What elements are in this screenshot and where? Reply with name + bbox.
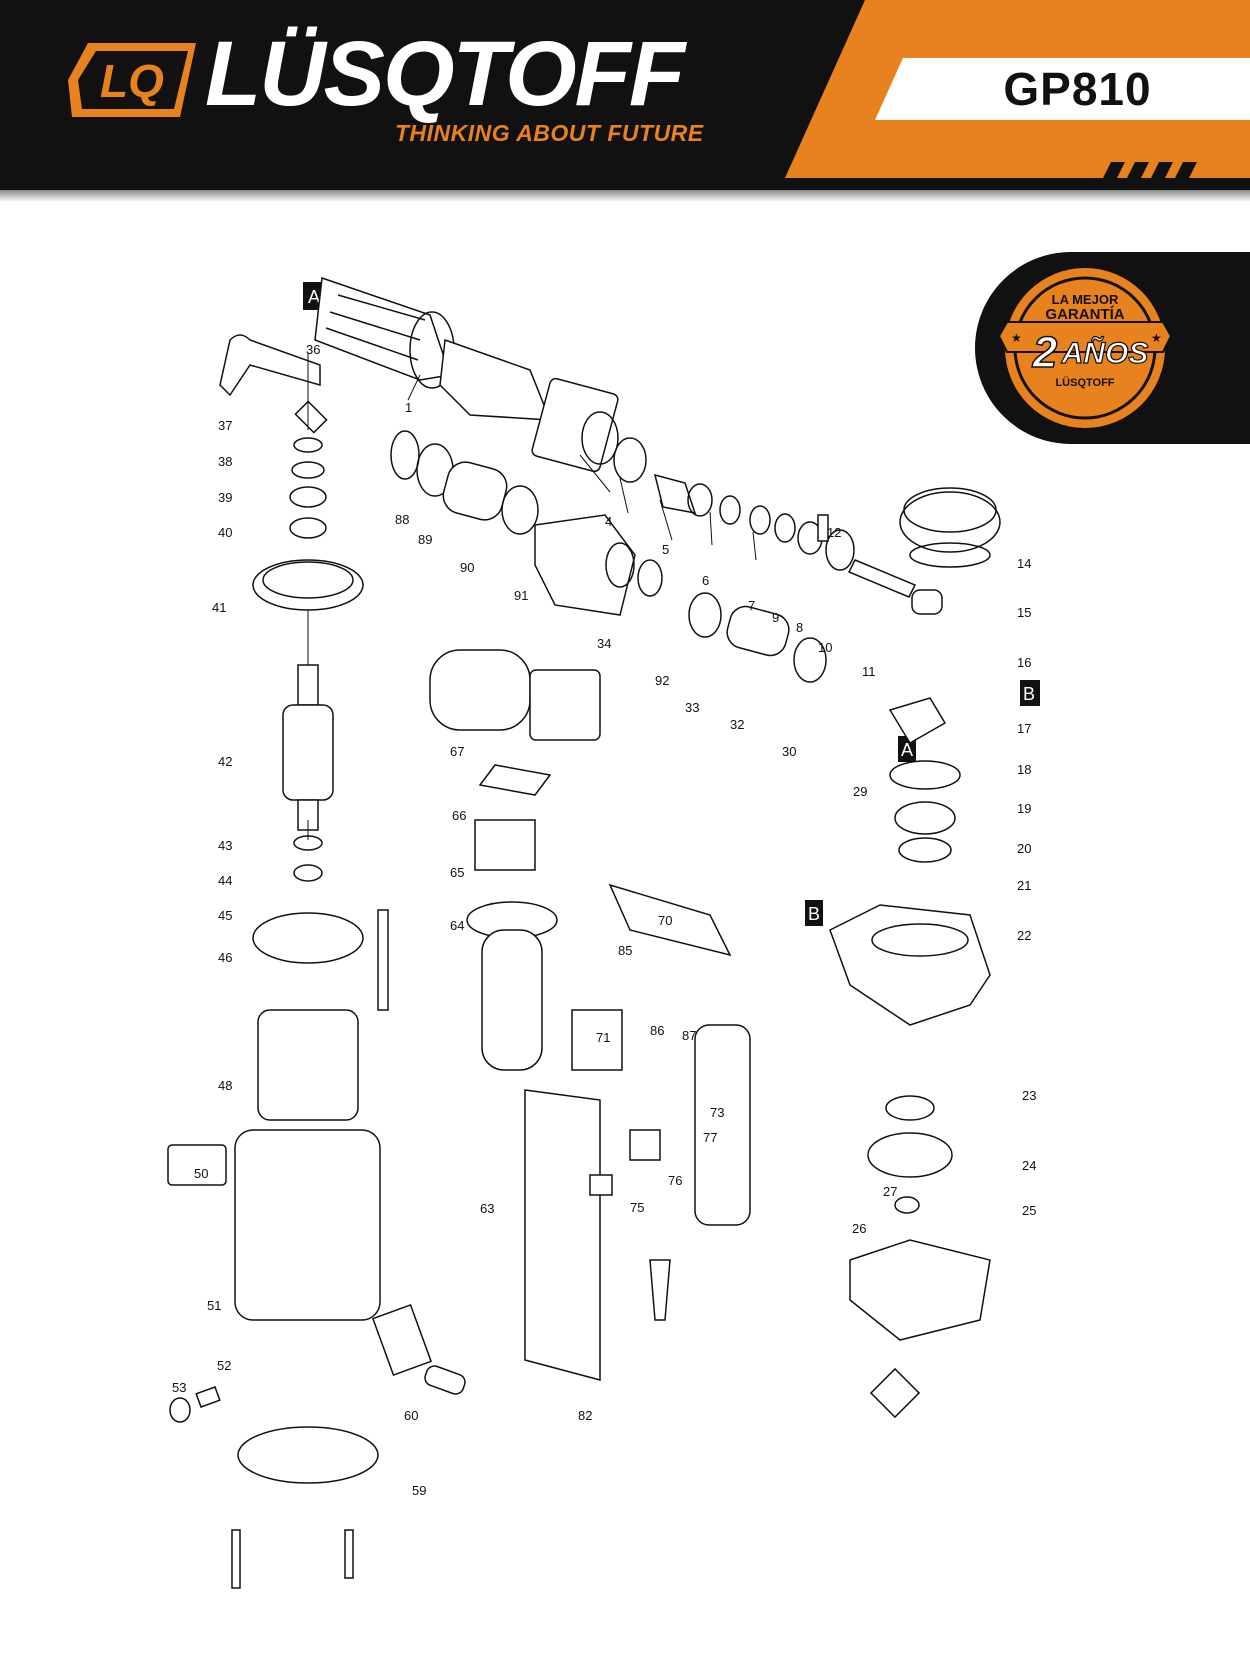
badge-years-word: AÑOS <box>1061 336 1149 370</box>
part-label: 5 <box>662 542 669 557</box>
barrel-assembly <box>314 276 1001 683</box>
star-icon: ★ <box>1151 331 1162 345</box>
part-label: 48 <box>218 1078 232 1093</box>
header-bar: GP810 LQ LÜSQTOFF THINKING ABOUT FUTURE <box>0 0 1250 190</box>
part-label: 42 <box>218 754 232 769</box>
part-label: 89 <box>418 532 432 547</box>
part-label: 15 <box>1017 605 1031 620</box>
part-label: 33 <box>685 700 699 715</box>
part-label: 29 <box>853 784 867 799</box>
part-label: 86 <box>650 1023 664 1038</box>
part-label: 12 <box>827 525 841 540</box>
part-label: 17 <box>1017 721 1031 736</box>
stripes-decoration <box>1103 162 1197 178</box>
part-label: 82 <box>578 1408 592 1423</box>
badge-brand: LÜSQTOFF <box>1055 376 1114 389</box>
part-label: 52 <box>217 1358 231 1373</box>
part-label: 14 <box>1017 556 1031 571</box>
part-label: 66 <box>452 808 466 823</box>
part-label: 73 <box>710 1105 724 1120</box>
section-marker-a-top-label: A <box>308 287 320 307</box>
part-label: 22 <box>1017 928 1031 943</box>
badge-line2: GARANTÍA <box>1045 306 1124 323</box>
part-label: 16 <box>1017 655 1031 670</box>
part-label: 43 <box>218 838 232 853</box>
part-label: 67 <box>450 744 464 759</box>
part-label: 75 <box>630 1200 644 1215</box>
leader-lines <box>307 353 757 840</box>
part-label: 64 <box>450 918 464 933</box>
part-label: 51 <box>207 1298 221 1313</box>
part-label: 34 <box>597 636 611 651</box>
brand-logo-icon: LQ <box>68 43 196 117</box>
badge-years-number: 2 <box>1032 328 1058 377</box>
part-label: 1 <box>405 400 412 415</box>
badge-line1: LA MEJOR <box>1052 292 1119 307</box>
gear-housing <box>829 697 991 1419</box>
part-label: 59 <box>412 1483 426 1498</box>
part-label: 4 <box>605 514 612 529</box>
part-label: 50 <box>194 1166 208 1181</box>
warranty-badge-seal: LA MEJOR GARANTÍA 2 AÑOS LÜSQTOFF ★ ★ <box>997 268 1173 428</box>
part-label: 20 <box>1017 841 1031 856</box>
part-label: 7 <box>748 598 755 613</box>
part-label: 32 <box>730 717 744 732</box>
section-marker-b-housing <box>805 900 823 926</box>
section-marker-b-housing-label: B <box>808 904 820 924</box>
part-label: 44 <box>218 873 232 888</box>
header-shadow <box>0 190 1250 202</box>
part-label: 9 <box>772 610 779 625</box>
part-label: 23 <box>1022 1088 1036 1103</box>
part-label: 36 <box>306 342 320 357</box>
part-label: 90 <box>460 560 474 575</box>
model-number: GP810 <box>1003 63 1152 115</box>
part-label: 87 <box>682 1028 696 1043</box>
part-label: 39 <box>218 490 232 505</box>
part-label: 30 <box>782 744 796 759</box>
part-label: 11 <box>862 664 876 679</box>
part-label: 70 <box>658 913 672 928</box>
part-label: 85 <box>618 943 632 958</box>
star-icon: ★ <box>1011 331 1022 345</box>
part-label: 38 <box>218 454 232 469</box>
part-label: 25 <box>1022 1203 1036 1218</box>
part-label: 18 <box>1017 762 1031 777</box>
part-label: 88 <box>395 512 409 527</box>
part-label: 21 <box>1017 878 1031 893</box>
section-marker-a-bottom-label: A <box>901 740 913 760</box>
motor-column <box>167 334 466 1589</box>
warranty-badge-panel: LA MEJOR GARANTÍA 2 AÑOS LÜSQTOFF ★ ★ <box>975 252 1250 444</box>
part-label: 63 <box>480 1201 494 1216</box>
part-label: 65 <box>450 865 464 880</box>
part-label: 26 <box>852 1221 866 1236</box>
brand-name: LÜSQTOFF <box>205 23 685 125</box>
part-label: 19 <box>1017 801 1031 816</box>
part-label: 71 <box>596 1030 610 1045</box>
section-marker-a-top <box>303 282 323 310</box>
part-label: 46 <box>218 950 232 965</box>
part-number-labels: 1 4 5 6 7 8 9 10 11 12 14 15 16 17 18 19… <box>172 342 1036 1498</box>
part-label: 6 <box>702 573 709 588</box>
section-marker-b-right-label: B <box>1023 684 1035 704</box>
part-label: 8 <box>796 620 803 635</box>
part-label: 77 <box>703 1130 717 1145</box>
part-label: 91 <box>514 588 528 603</box>
section-marker-b-right <box>1020 680 1040 706</box>
part-label: 60 <box>404 1408 418 1423</box>
part-label: 76 <box>668 1173 682 1188</box>
part-label: 24 <box>1022 1158 1036 1173</box>
part-label: 53 <box>172 1380 186 1395</box>
model-label-box: GP810 <box>875 58 1250 120</box>
part-label: 92 <box>655 673 669 688</box>
part-label: 27 <box>883 1184 897 1199</box>
brand-tagline: THINKING ABOUT FUTURE <box>395 120 704 146</box>
part-label: 45 <box>218 908 232 923</box>
handle-column <box>429 649 751 1381</box>
part-label: 41 <box>212 600 226 615</box>
part-label: 10 <box>818 640 832 655</box>
part-label: 40 <box>218 525 232 540</box>
logo-mark-text: LQ <box>100 55 164 107</box>
part-label: 37 <box>218 418 232 433</box>
exploded-parts-diagram: A A B B <box>167 276 1040 1589</box>
